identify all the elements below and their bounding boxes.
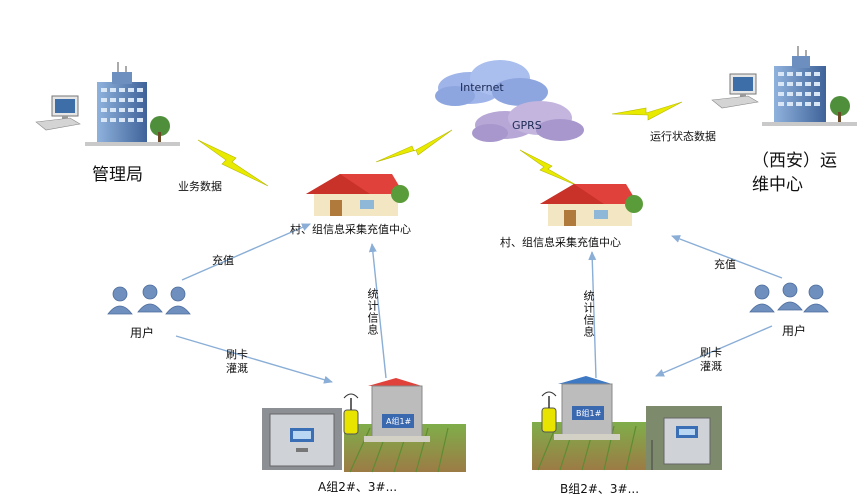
left-user-label: 用户	[130, 326, 155, 340]
left-recharge-label: 充值	[212, 254, 234, 267]
flow-arrows	[175, 223, 783, 384]
right-irrigate-label: 灌溉	[700, 360, 722, 373]
bolt-left-center-icon	[375, 129, 453, 163]
left-station-label: A组1#	[386, 416, 412, 426]
left-center-label: 村、组信息采集充值中心	[290, 223, 411, 236]
right-antenna-icon	[541, 391, 557, 433]
management-bureau-title: 管理局	[92, 165, 143, 185]
left-bottom-caption: A组2#、3#...	[318, 480, 398, 494]
internet-cloud: Internet	[435, 60, 548, 106]
left-stats-label: 统计信息	[366, 288, 379, 336]
left-user-group-icon	[107, 284, 191, 315]
ops-center-building-icon	[762, 46, 857, 126]
right-recharge-label: 充值	[714, 258, 736, 271]
right-center-label: 村、组信息采集充值中心	[500, 236, 621, 249]
left-station-cabinet: A组1#	[364, 378, 430, 442]
arrow-right-recharge	[671, 235, 783, 279]
right-station-cabinet: B组1#	[554, 376, 620, 440]
left-swipe-label: 刷卡	[226, 348, 248, 361]
right-user-group-icon	[749, 282, 829, 313]
wireless-links	[197, 101, 683, 187]
left-cabinet-photo	[262, 408, 342, 470]
management-pc-icon	[35, 95, 81, 131]
right-station-label: B组1#	[576, 408, 602, 418]
right-bottom-caption: B组2#、3#...	[560, 482, 640, 496]
right-user-label: 用户	[782, 324, 807, 338]
ops-center-title-line2: 维中心	[752, 175, 803, 195]
arrow-right-stats	[588, 251, 597, 379]
arrow-left-stats	[368, 243, 387, 379]
left-antenna-icon	[343, 393, 359, 435]
arrow-left-swipe	[175, 335, 333, 384]
arrow-left-recharge	[181, 223, 311, 281]
bolt-mgmt-icon	[197, 139, 269, 187]
bolt-ops-icon	[611, 101, 683, 121]
right-cabinet-photo	[646, 406, 722, 470]
right-stats-label: 统计信息	[582, 290, 595, 338]
gprs-cloud: GPRS	[472, 101, 584, 142]
bolt-right-center-icon	[519, 149, 579, 187]
internet-label: Internet	[460, 81, 504, 94]
right-swipe-label: 刷卡	[700, 346, 722, 359]
left-center-house-icon	[306, 174, 409, 216]
left-irrigate-label: 灌溉	[226, 362, 248, 375]
business-data-label: 业务数据	[178, 180, 222, 193]
gprs-label: GPRS	[512, 119, 542, 132]
right-center-house-icon	[540, 184, 643, 226]
management-building-icon	[85, 62, 180, 146]
arrow-right-swipe	[655, 325, 773, 377]
status-data-label: 运行状态数据	[650, 130, 716, 143]
ops-pc-icon	[711, 73, 759, 109]
ops-center-title-line1: （西安）运	[752, 151, 837, 171]
